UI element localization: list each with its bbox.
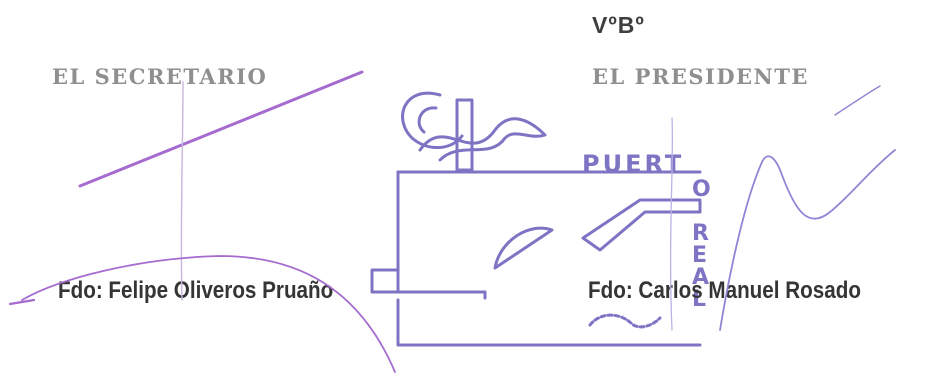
- approval-mark: VºBº: [592, 12, 645, 38]
- president-signature: [669, 85, 896, 331]
- secretary-role-label: EL SECRETARIO: [52, 64, 268, 89]
- stamp-letter-2: R: [692, 221, 709, 246]
- secretary-signature: [8, 70, 396, 373]
- stamp-letter-1: O: [692, 177, 711, 202]
- stamp-letter-4: A: [692, 265, 709, 290]
- sewing-machine-seal-icon: [370, 91, 702, 347]
- secretary-signed-by: Fdo: Felipe Oliveros Pruaño: [58, 277, 334, 304]
- stamp-text-top: PUERT: [582, 150, 684, 178]
- stamp-letter-5: L: [692, 287, 706, 312]
- stamp-letter-3: E: [692, 243, 707, 268]
- president-role-label: EL PRESIDENTE: [592, 64, 809, 89]
